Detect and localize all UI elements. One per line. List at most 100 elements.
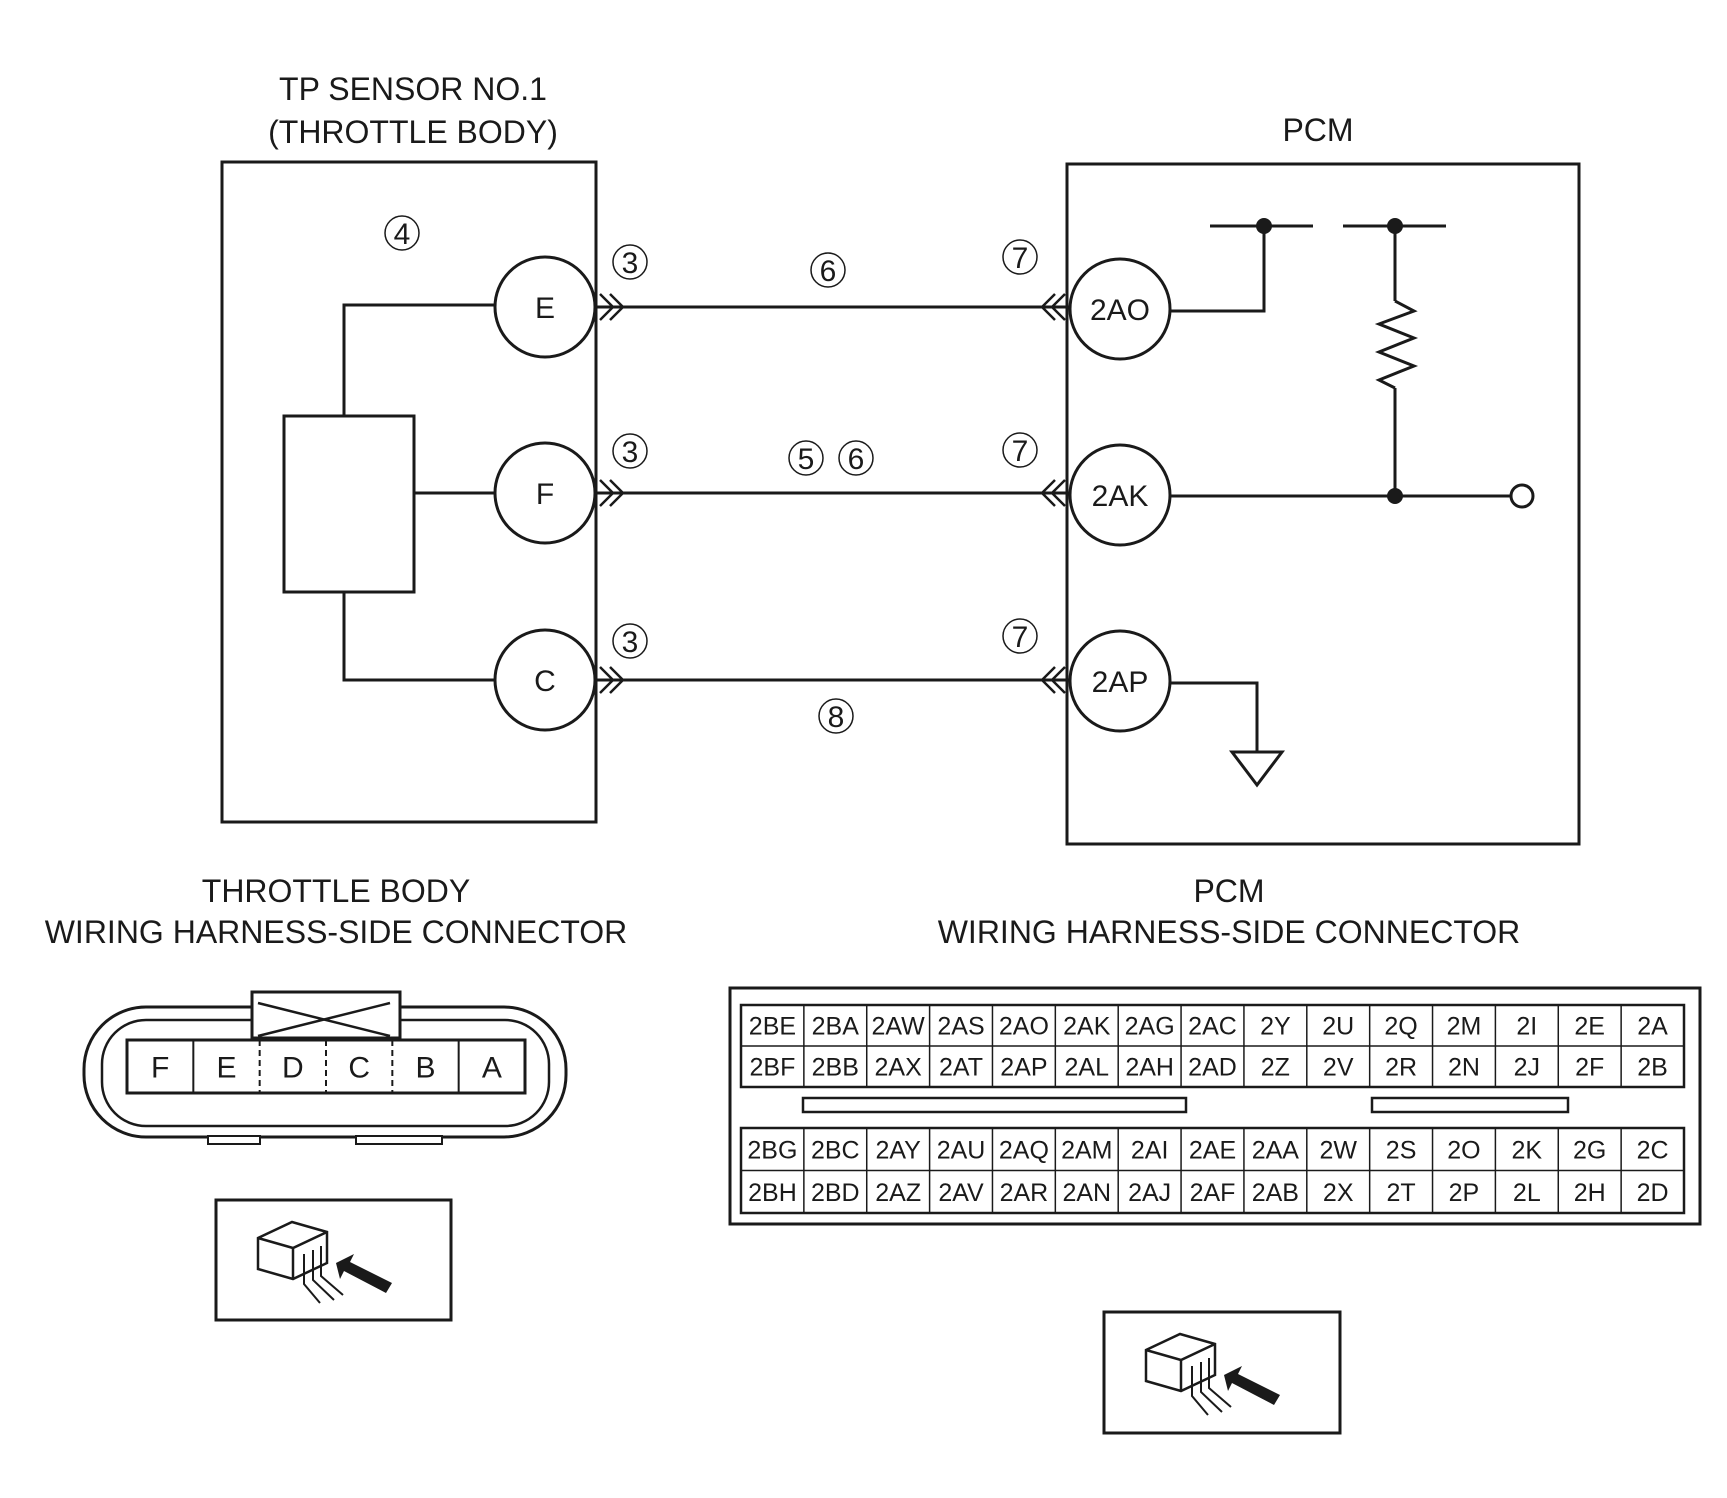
pcm-ref-circle-3 [1002,618,1038,654]
throttle-connector-pin-b: B [415,1052,435,1085]
sensor-ref-circle-e [612,244,648,280]
sensor-pin-c-label: C [534,665,556,698]
pcm-connector-pin-2aj: 2AJ [1128,1179,1171,1207]
pcm-view-icon-connector [1144,1332,1217,1393]
harness-wires: 6 5 6 8 7 7 7 [595,239,1072,734]
pcm-pin-2ap: 2AP [1068,629,1172,733]
pcm-connector-pin-2al: 2AL [1065,1054,1110,1082]
pcm-connector-pin-2u: 2U [1322,1013,1354,1041]
wire-1-ref-circle [810,252,846,288]
pcm-connector-pin-2ac: 2AC [1188,1013,1237,1041]
pcm-connector-pin-2s: 2S [1386,1136,1417,1164]
pcm-connector-pin-2l: 2L [1513,1179,1541,1207]
ground-symbol [1228,750,1286,788]
wire-3-ref-circle [818,698,854,734]
pcm-connector-pin-2t: 2T [1387,1179,1416,1207]
pcm-connector-pin-2ap: 2AP [1000,1054,1047,1082]
pcm-connector-pin-2e: 2E [1574,1013,1605,1041]
throttle-connector-pin-e: E [216,1052,236,1085]
throttle-view-icon-connector [256,1220,329,1281]
pcm-ref-3: 7 [1012,621,1029,654]
sensor-title-line2: (THROTTLE BODY) [268,114,558,150]
pcm-connector-pin-2x: 2X [1323,1179,1354,1207]
pcm-connector-pin-2v: 2V [1323,1054,1354,1082]
pcm-pin-2ao-circle [1068,257,1172,361]
pcm-connector-pin-2z: 2Z [1261,1054,1290,1082]
pcm-connector-pin-2bb: 2BB [812,1054,859,1082]
pcm-connector-title-line2: WIRING HARNESS-SIDE CONNECTOR [938,914,1521,950]
pcm-connector-pin-2an: 2AN [1062,1179,1111,1207]
sensor-pin-f-label: F [536,478,554,511]
sensor-ref-circle-f [612,433,648,469]
pcm-connector-pin-2o: 2O [1447,1136,1480,1164]
pcm-connector-pin-2f: 2F [1575,1054,1604,1082]
pcm-connector-pin-2be: 2BE [749,1013,796,1041]
pcm-connector-pin-2ah: 2AH [1125,1054,1174,1082]
pcm-signal-terminal [1509,483,1535,509]
pcm-connector-pin-2b: 2B [1637,1054,1668,1082]
pcm-view-icon-arrow [1224,1366,1280,1405]
pcm-connector-pin-2am: 2AM [1061,1136,1112,1164]
throttle-connector-tab-left [207,1135,261,1145]
pcm-connector-key-left [801,1096,1188,1114]
pcm-connector-pin-2bg: 2BG [747,1136,797,1164]
pcm-pin-2ao-label: 2AO [1090,294,1150,327]
pcm-connector-pin-2y: 2Y [1260,1013,1291,1041]
pcm-view-icon-wires [1191,1358,1232,1416]
pcm-connector-pin-2ag: 2AG [1125,1013,1175,1041]
wire-2-ref-a: 5 [798,443,815,476]
throttle-connector-latch-cross-2 [257,1001,391,1038]
pcm-connector-pin-2h: 2H [1574,1179,1606,1207]
pcm-pin-2ap-label: 2AP [1092,666,1149,699]
sensor-ref-circle-c [612,623,648,659]
pcm-connector-pin-2az: 2AZ [875,1179,921,1207]
pcm-connector-pin-2n: 2N [1448,1054,1480,1082]
sensor-chevron-1 [599,293,625,321]
sensor-internal-wire-c [342,592,495,682]
pcm-connector-pin-2aq: 2AQ [999,1136,1049,1164]
sensor-pin-e: E [493,255,597,359]
pcm-connector-pin-2w: 2W [1319,1136,1357,1164]
pcm-connector-pin-2g: 2G [1573,1136,1606,1164]
pcm-chevron-1 [1040,293,1066,321]
pcm-wire-2ao [1170,226,1266,313]
pcm-ref-2: 7 [1012,435,1029,468]
pcm-pin-2ap-circle [1068,629,1172,733]
pcm-connector-pin-2af: 2AF [1190,1179,1236,1207]
throttle-connector-pin-d: D [282,1052,304,1085]
wire-2-ref-b: 6 [848,443,865,476]
wire-2-ref-b-circle [838,440,874,476]
pcm-connector-pin-2a: 2A [1637,1013,1668,1041]
throttle-connector-pin-f: F [151,1052,169,1085]
pcm-pin-2ak-label: 2AK [1092,480,1149,513]
throttle-connector-pin-c: C [348,1052,370,1085]
pcm-connector-pin-2r: 2R [1385,1054,1417,1082]
pcm-connector-pin-2bd: 2BD [811,1179,860,1207]
wire-1-ref: 6 [820,255,837,288]
sensor-ref-f: 3 [622,436,639,469]
sensor-ref-e: 3 [622,247,639,280]
pcm-view-icon-frame [1102,1310,1342,1435]
pcm-connector-pin-2as: 2AS [937,1013,984,1041]
pcm-connector-pin-2d: 2D [1637,1179,1669,1207]
pcm-connector-pin-2ao: 2AO [999,1013,1049,1041]
sensor-pin-f: F [493,441,597,545]
pcm-connector-pin-2bc: 2BC [811,1136,860,1164]
pcm-internal-circuit [1170,218,1535,788]
sensor-title-line1: TP SENSOR NO.1 [279,71,547,107]
throttle-connector-tab-right [355,1135,443,1145]
sensor-chevron-2 [599,479,625,507]
wire-3-ref: 8 [828,701,845,734]
pcm-chevron-2 [1040,479,1066,507]
sensor-chevron-3 [599,666,625,694]
throttle-view-icon-frame [214,1198,453,1322]
pcm-connector-pin-2m: 2M [1447,1013,1482,1041]
pcm-connector-pin-2ab: 2AB [1252,1179,1299,1207]
tp-sensor-block: TP SENSOR NO.1 (THROTTLE BODY) 4 E F C 3… [220,71,648,824]
throttle-connector-title-line1: THROTTLE BODY [202,873,470,909]
pcm-connector-pin-2ay: 2AY [875,1136,921,1164]
resistor-symbol [1374,299,1419,390]
